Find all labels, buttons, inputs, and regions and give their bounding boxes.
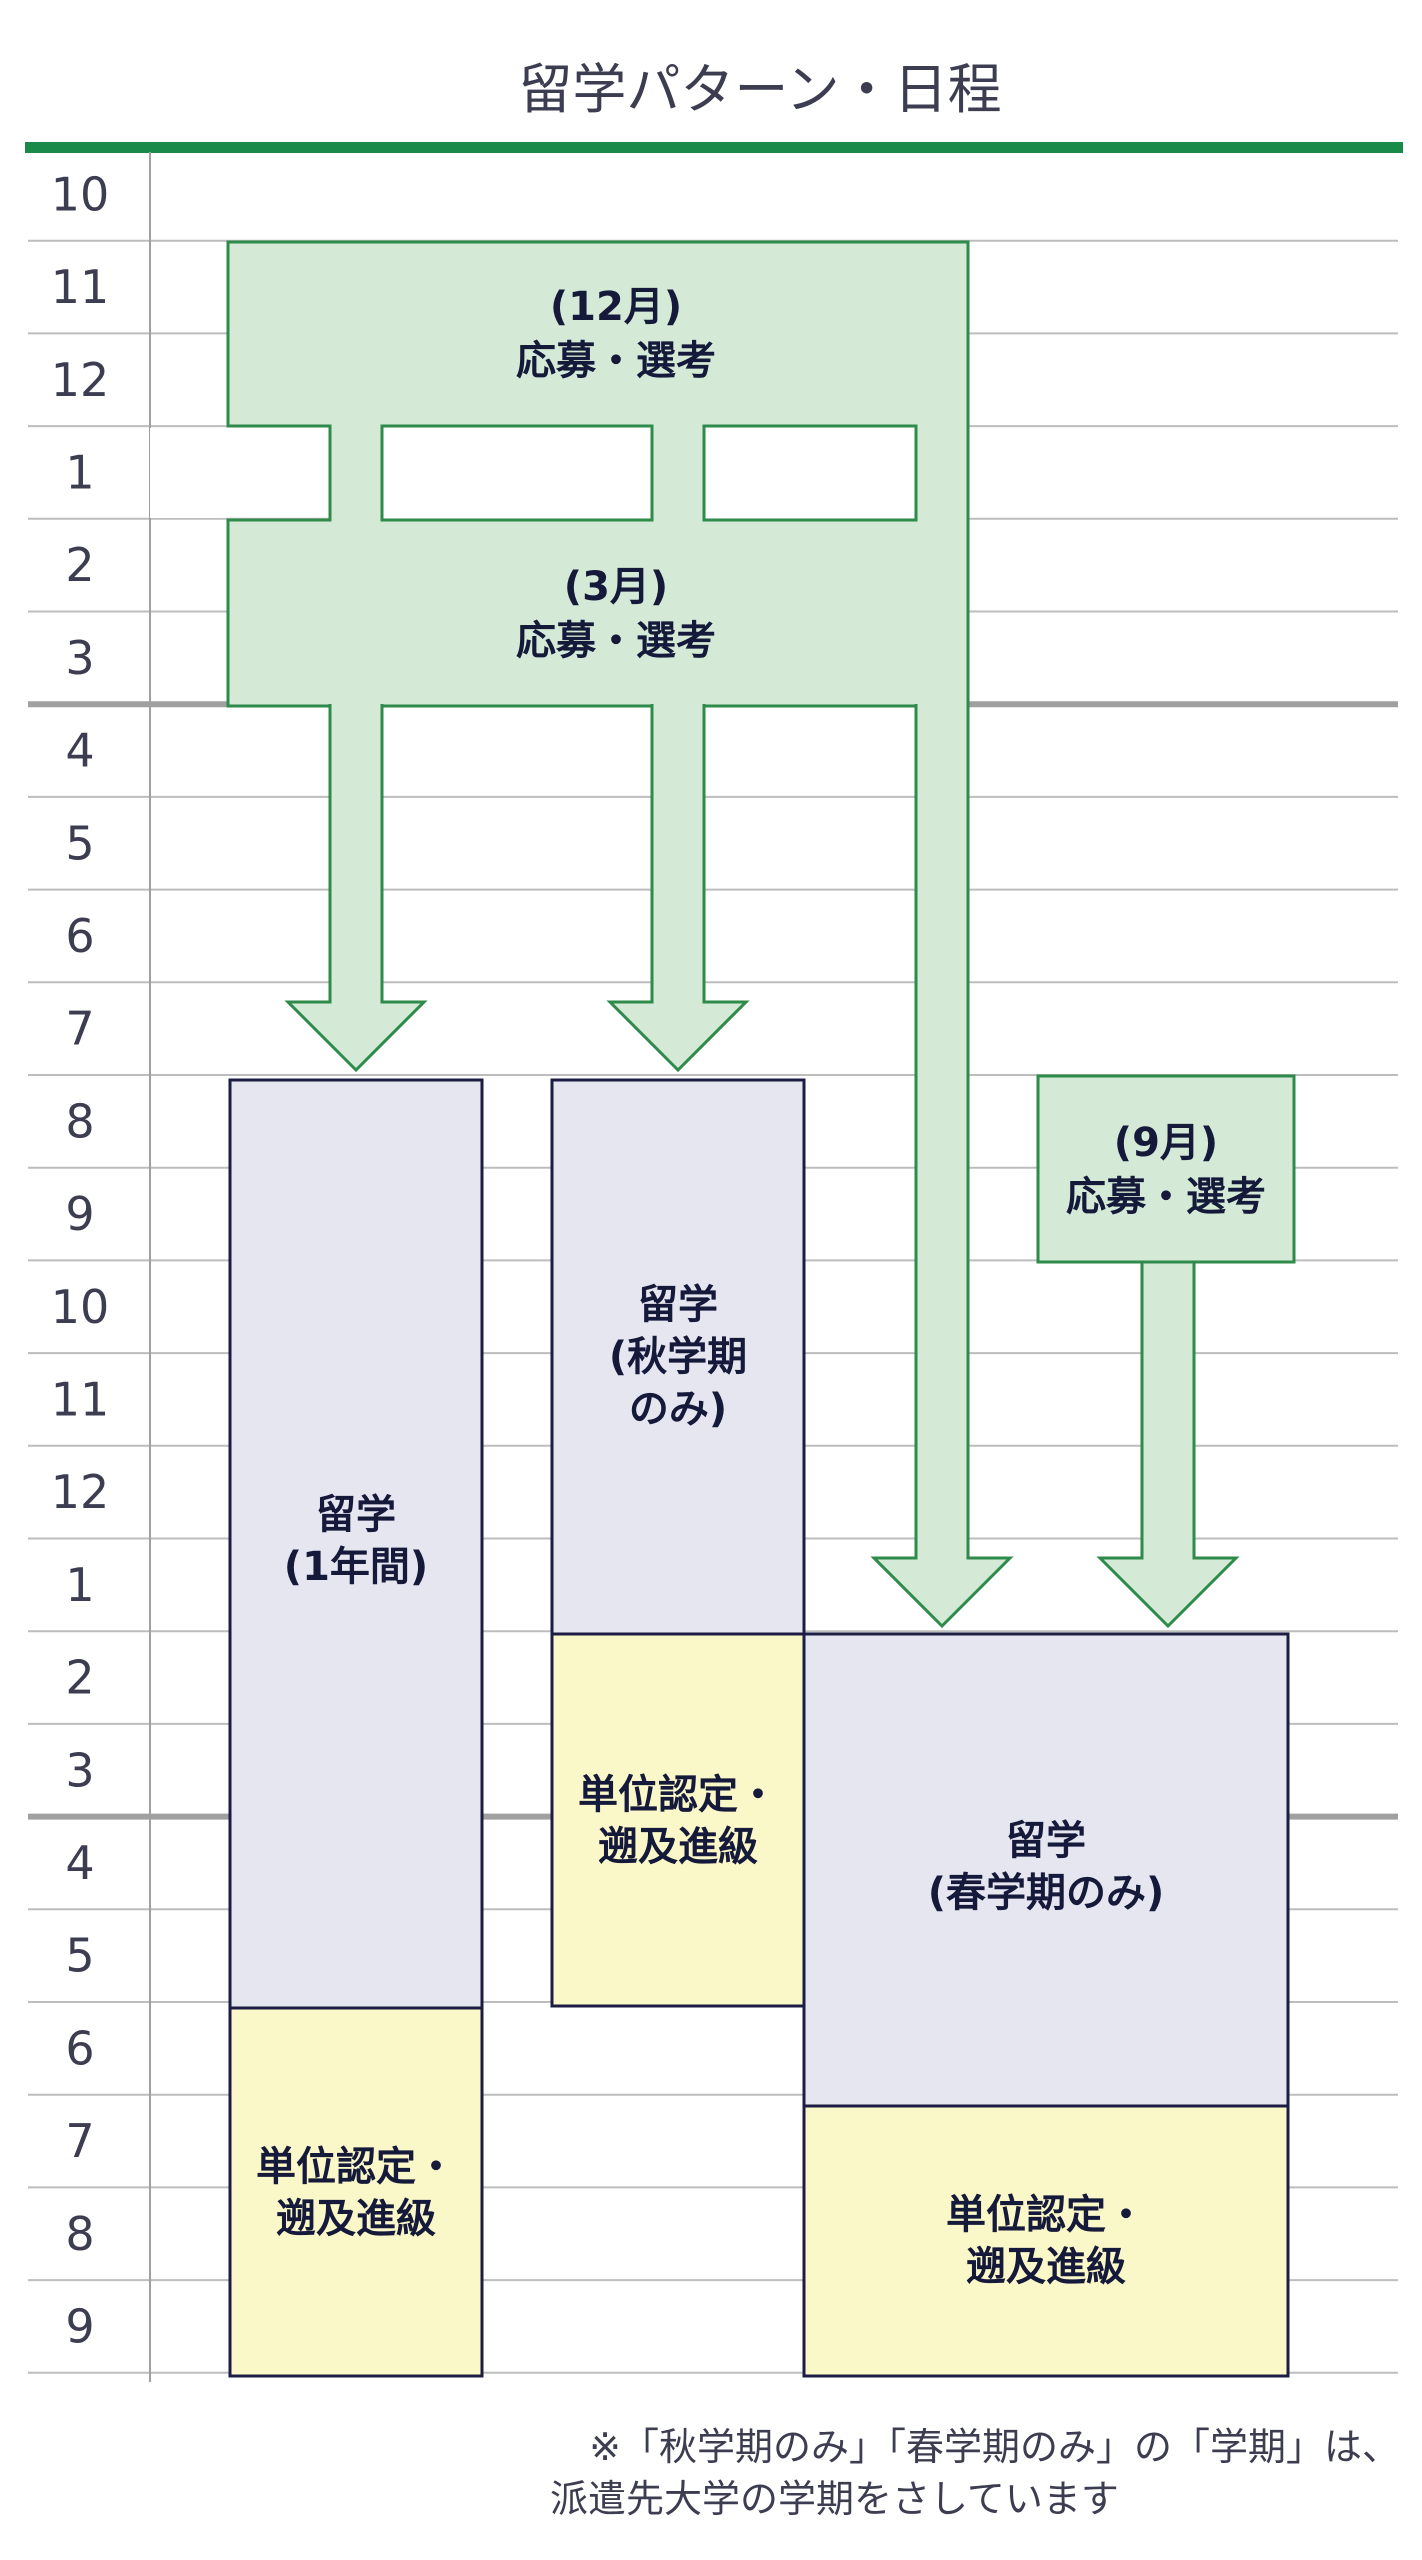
selection-block-group	[150, 240, 1014, 1629]
month-label: 1	[65, 1558, 94, 1612]
fall-only-credit-box	[550, 1632, 806, 2008]
spring-only-study-box	[802, 1632, 1290, 2108]
selection-mar-line2: 応募・選考	[516, 618, 716, 664]
one-year-study-line1: 留学	[316, 1492, 396, 1538]
selection-gap-a	[380, 424, 654, 522]
selection-sep-box	[1036, 1074, 1296, 1264]
arrow-to-spring-only	[870, 704, 1014, 1629]
arrow-sep-to-spring-only	[1096, 1260, 1240, 1629]
one-year-study-line2: (1年間)	[284, 1544, 428, 1590]
month-label: 8	[65, 1094, 94, 1148]
one-year-credit-line2: 遡及進級	[276, 2196, 436, 2242]
month-label: 8	[65, 2207, 94, 2261]
selection-dec-line2: 応募・選考	[516, 338, 716, 384]
arrow-to-one-year	[284, 704, 428, 1073]
month-label: 9	[65, 1187, 94, 1241]
one-year-credit-box	[228, 2006, 484, 2378]
fall-only-study-line2: (秋学期	[609, 1334, 747, 1380]
selection-mar-line1: (3月)	[564, 564, 668, 610]
spring-only-study-line1: 留学	[1006, 1818, 1086, 1864]
selection-dec-line1: (12月)	[550, 284, 682, 330]
title-underline	[25, 142, 1403, 153]
diagram-title: 留学パターン・日程	[518, 58, 1001, 121]
month-label: 12	[51, 1465, 110, 1519]
selection-sep-line2: 応募・選考	[1066, 1174, 1266, 1220]
spring-only-credit-line2: 遡及進級	[966, 2244, 1126, 2290]
one-year-credit-line1: 単位認定・	[256, 2144, 456, 2190]
month-label: 3	[65, 1743, 94, 1797]
month-label: 2	[65, 1651, 94, 1705]
month-label: 11	[51, 1372, 110, 1426]
month-label: 5	[65, 1929, 94, 1983]
spring-only-credit-box	[802, 2104, 1290, 2378]
fall-only-study-line1: 留学	[638, 1282, 718, 1328]
month-label: 7	[65, 1002, 94, 1056]
fall-only-study-box	[550, 1078, 806, 1636]
month-label: 3	[65, 631, 94, 685]
month-label: 4	[65, 724, 94, 778]
month-label: 2	[65, 538, 94, 592]
selection-sep-line1: (9月)	[1114, 1120, 1218, 1166]
month-label: 1	[65, 445, 94, 499]
month-label: 7	[65, 2114, 94, 2168]
month-label: 10	[51, 167, 110, 221]
month-label: 5	[65, 816, 94, 870]
month-label: 11	[51, 260, 110, 314]
month-label: 9	[65, 2299, 94, 2353]
fall-only-study-line3: のみ)	[629, 1386, 727, 1432]
spring-only-credit-line1: 単位認定・	[946, 2192, 1146, 2238]
arrow-to-fall-only	[606, 704, 750, 1073]
month-label: 10	[51, 1280, 110, 1334]
month-label: 6	[65, 2021, 94, 2075]
month-label: 4	[65, 1836, 94, 1890]
selection-gap-b	[702, 424, 918, 522]
fall-only-credit-line2: 遡及進級	[598, 1824, 758, 1870]
fall-only-credit-line1: 単位認定・	[578, 1772, 778, 1818]
spring-only-study-line2: (春学期のみ)	[928, 1870, 1165, 1916]
month-label: 12	[51, 353, 110, 407]
footnote-line2: 派遣先大学の学期をさしています	[550, 2477, 1119, 2521]
month-label: 6	[65, 909, 94, 963]
selection-left-gap	[150, 428, 226, 518]
footnote-line1: ※「秋学期のみ」「春学期のみ」の「学期」は、	[589, 2425, 1400, 2469]
